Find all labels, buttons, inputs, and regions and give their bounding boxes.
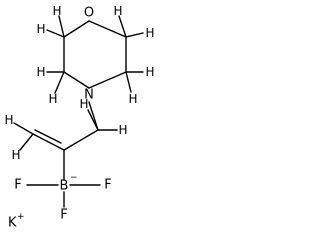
oxygen-atom-label: O	[84, 6, 94, 21]
nitrogen-atom-label: N	[84, 88, 94, 103]
hydrogen-label: H	[128, 92, 137, 106]
hydrogen-label: H	[113, 4, 122, 18]
h-stub	[54, 71, 65, 94]
bond-c-ch2-double-a	[32, 133, 65, 151]
h-stub	[125, 71, 132, 93]
hydrogen-label: H	[118, 123, 127, 137]
h-stub	[118, 15, 127, 38]
hydrogen-label: H	[145, 26, 154, 40]
fluorine-label-left: F	[14, 178, 21, 193]
bond-c-ch2-double-b	[34, 129, 62, 144]
bond-n-c3	[88, 71, 127, 89]
hydrogen-labels: H H H H H H H H H H H H	[4, 4, 154, 162]
hydrogen-label: H	[4, 113, 13, 127]
boron-atom-label: B	[60, 179, 69, 194]
h-stub	[13, 122, 34, 135]
bond-c4-o	[88, 20, 127, 38]
boron-charge-label: −	[70, 173, 78, 183]
fluorine-label-bottom: F	[60, 208, 67, 223]
bond-lines	[26, 20, 127, 208]
hydrogen-label: H	[11, 148, 20, 162]
h-stub	[87, 109, 99, 131]
hydrogen-label: H	[52, 4, 61, 18]
hydrogen-label: H	[79, 97, 88, 111]
bond-ch2-c	[63, 129, 99, 151]
potassium-charge-label: +	[17, 212, 25, 222]
bond-o-c1	[63, 20, 90, 38]
bond-n-ch2	[88, 101, 99, 131]
h-stub	[46, 29, 65, 38]
molecule-structure: O N B − F F F H H H H H H H H H H H H K …	[4, 4, 154, 231]
h-stub	[58, 15, 65, 38]
hydrogen-label: H	[36, 22, 45, 36]
hydrogen-label: H	[145, 65, 154, 79]
bond-c2-n	[63, 71, 90, 89]
potassium-ion-label: K	[8, 216, 17, 231]
hydrogen-bonds	[13, 15, 144, 151]
h-stub	[19, 133, 34, 151]
hydrogen-label: H	[36, 65, 45, 79]
fluorine-label-right: F	[104, 178, 111, 193]
h-stub	[125, 32, 144, 38]
hydrogen-label: H	[48, 92, 57, 106]
